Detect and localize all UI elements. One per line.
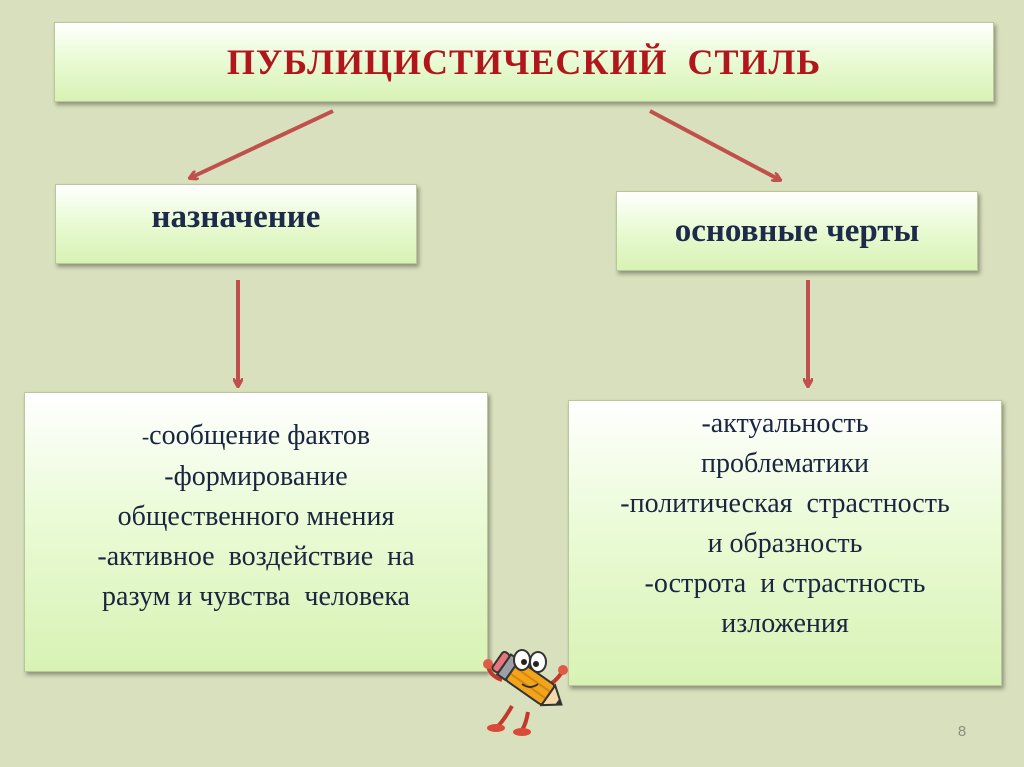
features-list-box: -актуальность проблематики -политическая… (568, 400, 1002, 686)
list-item: разум и чувства человека (102, 580, 410, 612)
page-title: ПУБЛИЦИСТИЧЕСКИЙ СТИЛЬ (226, 42, 822, 82)
list-item: и образность (707, 528, 863, 559)
features-list: -актуальность проблематики -политическая… (620, 404, 949, 644)
purpose-header-box: назначение (55, 184, 417, 264)
arrow-title-to-features (649, 109, 780, 180)
list-item: -политическая страстность (620, 488, 950, 519)
list-item: -сообщение фактов (141, 419, 371, 451)
purpose-list: -сообщение фактов -формирование обществе… (97, 416, 414, 617)
purpose-list-box: -сообщение фактов -формирование обществе… (24, 392, 488, 672)
pencil-mascot-icon (483, 649, 568, 736)
features-header-box: основные черты (616, 191, 978, 271)
list-item: -активное воздействие на (97, 540, 415, 572)
features-label: основные черты (674, 212, 920, 249)
list-item: -формирование (164, 460, 348, 492)
list-item: изложения (721, 608, 849, 639)
list-item: -актуальность (701, 408, 869, 439)
page-number: 8 (957, 723, 967, 740)
list-item: проблематики (701, 448, 869, 479)
list-item: общественного мнения (117, 500, 395, 532)
purpose-label: назначение (151, 198, 321, 235)
title-box: ПУБЛИЦИСТИЧЕСКИЙ СТИЛЬ (54, 22, 994, 102)
list-item: -острота и страстность (644, 568, 926, 599)
arrow-title-to-purpose (190, 109, 334, 178)
